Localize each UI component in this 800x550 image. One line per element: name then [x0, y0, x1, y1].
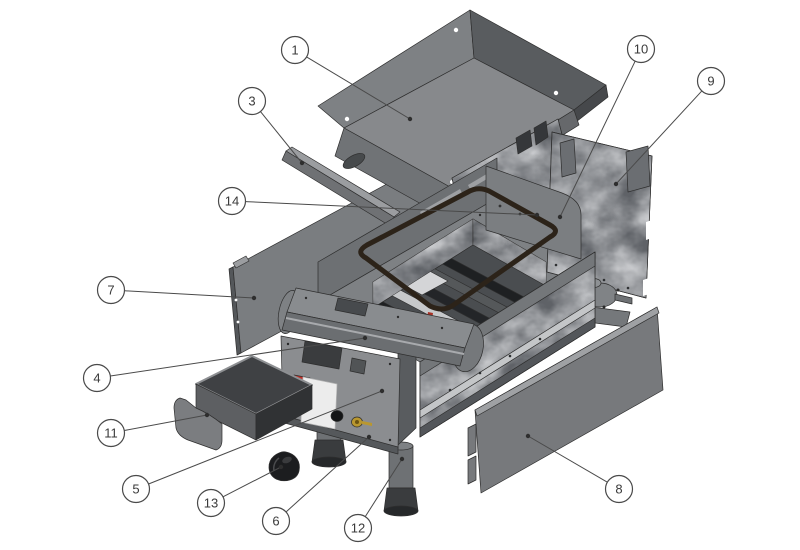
leader-line [559, 60, 636, 218]
balloon-number: 13 [204, 496, 218, 511]
balloon-number: 9 [707, 74, 714, 89]
balloon-number: 3 [248, 94, 255, 109]
part-grease-drawer [173, 355, 313, 451]
callout-5-control-panel: 5 [121, 388, 385, 504]
leader-line [527, 435, 608, 483]
balloon-circle [626, 34, 656, 64]
balloon-circle [82, 363, 112, 393]
balloon-circle [96, 275, 126, 305]
callout-13-control-knob: 13 [196, 464, 284, 518]
callout-8-right-side-panel: 8 [525, 433, 634, 504]
part-burner-box-back-wall [451, 118, 579, 257]
balloon-circle [696, 66, 726, 96]
leader-line [364, 458, 403, 517]
leader-dot [399, 456, 405, 462]
balloon-number: 12 [351, 521, 365, 536]
leader-dot [557, 214, 563, 220]
balloon-circle [604, 474, 634, 504]
balloon-circle [217, 186, 247, 216]
callout-12-leg: 12 [343, 456, 405, 543]
balloon-circle [121, 474, 151, 504]
leader-dot [299, 160, 305, 166]
part-gasket-seal [358, 186, 558, 312]
leader-line [148, 390, 383, 485]
leader-dot [407, 116, 413, 122]
callout-10-burner-box-side-wall: 10 [557, 34, 656, 220]
callout-11-grease-drawer: 11 [96, 412, 210, 448]
callout-9-rear-galvanized-panel: 9 [613, 66, 726, 187]
balloon-circle [237, 86, 267, 116]
balloon-number: 14 [225, 194, 239, 209]
balloon-number: 1 [291, 43, 298, 58]
balloon-circle [280, 35, 310, 65]
callout-1-griddle-plate: 1 [280, 35, 413, 122]
balloon-number: 8 [615, 482, 622, 497]
part-control-knob [268, 451, 300, 482]
balloon-number: 11 [104, 426, 118, 441]
balloon-circle [196, 488, 226, 518]
balloon-number: 6 [272, 514, 279, 529]
leader-dot [204, 412, 210, 418]
leader-line [110, 337, 366, 377]
leader-line [124, 414, 208, 432]
leader-line [124, 290, 255, 299]
leader-dot [613, 181, 619, 187]
leader-line [615, 90, 703, 185]
callout-4-front-bullnose: 4 [82, 335, 368, 393]
callout-6-front-lower-panel: 6 [261, 434, 372, 536]
part-right-side-panel [467, 306, 664, 494]
leader-dot [278, 464, 284, 470]
balloon-number: 4 [93, 371, 100, 386]
balloon-circle [343, 513, 373, 543]
balloon-number: 5 [132, 482, 139, 497]
leader-dot [525, 433, 531, 439]
balloon-number: 7 [107, 283, 114, 298]
leader-line [222, 466, 282, 498]
part-rear-galvanized-panel [546, 131, 653, 299]
leader-dot [251, 295, 257, 301]
callout-7-left-side-panel: 7 [96, 275, 257, 305]
leader-line [245, 201, 538, 216]
callout-14-gasket-seal: 14 [217, 186, 540, 218]
leader-dot [362, 335, 368, 341]
part-front-bullnose [277, 287, 484, 373]
balloon-number: 10 [634, 42, 648, 57]
leader-dot [379, 388, 385, 394]
leader-dot [534, 212, 540, 218]
callout-3-scraper-rail: 3 [237, 86, 305, 166]
leader-line [260, 111, 303, 164]
leader-line [285, 436, 370, 513]
leader-line [306, 56, 411, 120]
leader-dot [366, 434, 372, 440]
balloon-circle [96, 418, 126, 448]
balloon-circle [261, 506, 291, 536]
